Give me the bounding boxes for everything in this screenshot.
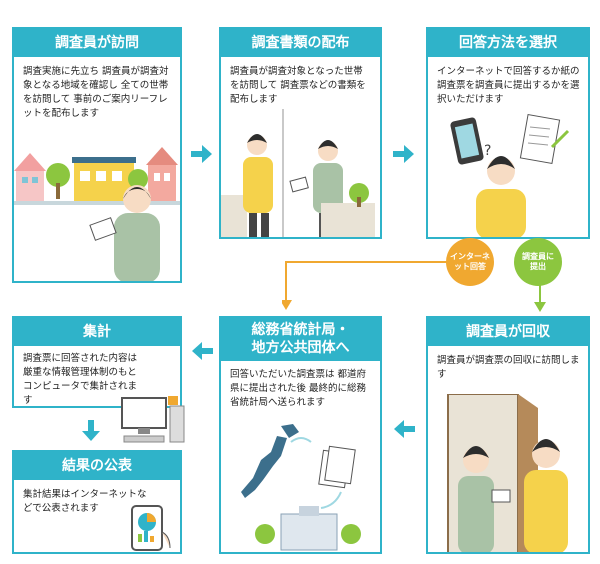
step-visit-card: 調査員が訪問 調査実施に先立ち 調査員が調査対象となる地域を確認し 全ての世帯を… (12, 27, 182, 283)
town-illustration (14, 147, 180, 281)
choose-illustration: ? (450, 113, 570, 237)
collect-illustration (447, 394, 568, 552)
arrow-ministry-to-tally (192, 342, 213, 360)
step-visit-body: 調査実施に先立ち 調査員が調査対象となる地域を確認し 全ての世帯を訪問して 事前… (23, 66, 169, 119)
step-ministry-body: 回答いただいた調査票は 都道府県に提出された後 最終的に総務省統計局へ送られます (230, 369, 367, 408)
step-ministry-title-line1: 総務省統計局・ (251, 322, 350, 338)
step-distribute-card: 調査書類の配布 調査員が調査対象となった世帯を訪問して 調査票などの書類を配布し… (219, 27, 382, 239)
arrow-tally-to-publish (82, 420, 100, 441)
step-tally-card: 集計 調査票に回答された内容は厳重な情報管理体制のもとコンピュータで集計されます (12, 316, 182, 408)
submit-route-arrow (534, 284, 546, 312)
step-distribute-body: 調査員が調査対象となった世帯を訪問して 調査票などの書類を配布します (230, 66, 366, 105)
step-visit-title: 調査員が訪問 (14, 29, 180, 57)
arrow-distribute-to-choose (393, 145, 414, 163)
internet-route-arrow (282, 261, 452, 310)
step-publish-card: 結果の公表 集計結果はインターネットなどで公表されます (12, 450, 182, 554)
step-collect-title: 調査員が回収 (428, 318, 588, 346)
step-collect-body: 調査員が調査票の回収に訪問します (437, 355, 580, 380)
arrow-collect-to-ministry (394, 420, 415, 438)
step-collect-card: 調査員が回収 調査員が調査票の回収に訪問します (426, 316, 590, 554)
submit-to-surveyor-label: 調査員に提出 (522, 252, 554, 271)
tablet-chart-illustration (131, 505, 171, 551)
submit-to-surveyor-badge: 調査員に提出 (514, 238, 562, 286)
step-tally-body: 調査票に回答された内容は厳重な情報管理体制のもとコンピュータで集計されます (23, 353, 138, 406)
ministry-illustration (241, 424, 361, 551)
internet-answer-badge: インターネット回答 (446, 238, 494, 286)
step-ministry-title: 総務省統計局・ 地方公共団体へ (221, 318, 380, 361)
distribute-illustration (221, 109, 375, 237)
step-publish-title: 結果の公表 (14, 452, 180, 480)
step-distribute-title: 調査書類の配布 (221, 29, 380, 57)
step-choose-card: 回答方法を選択 インターネットで回答するか紙の調査票を調査員に提出するかを選択い… (426, 27, 590, 239)
step-publish-body: 集計結果はインターネットなどで公表されます (23, 489, 147, 514)
step-tally-title: 集計 (14, 318, 180, 346)
internet-answer-label: インターネット回答 (450, 252, 490, 271)
step-ministry-title-line2: 地方公共団体へ (251, 340, 350, 356)
computer-illustration (121, 396, 185, 443)
step-ministry-card: 総務省統計局・ 地方公共団体へ 回答いただいた調査票は 都道府県に提出された後 … (219, 316, 382, 554)
step-choose-body: インターネットで回答するか紙の調査票を調査員に提出するかを選択いただけます (437, 66, 580, 105)
svg-text:?: ? (484, 143, 491, 159)
arrow-visit-to-distribute (191, 145, 212, 163)
step-choose-title: 回答方法を選択 (428, 29, 588, 57)
